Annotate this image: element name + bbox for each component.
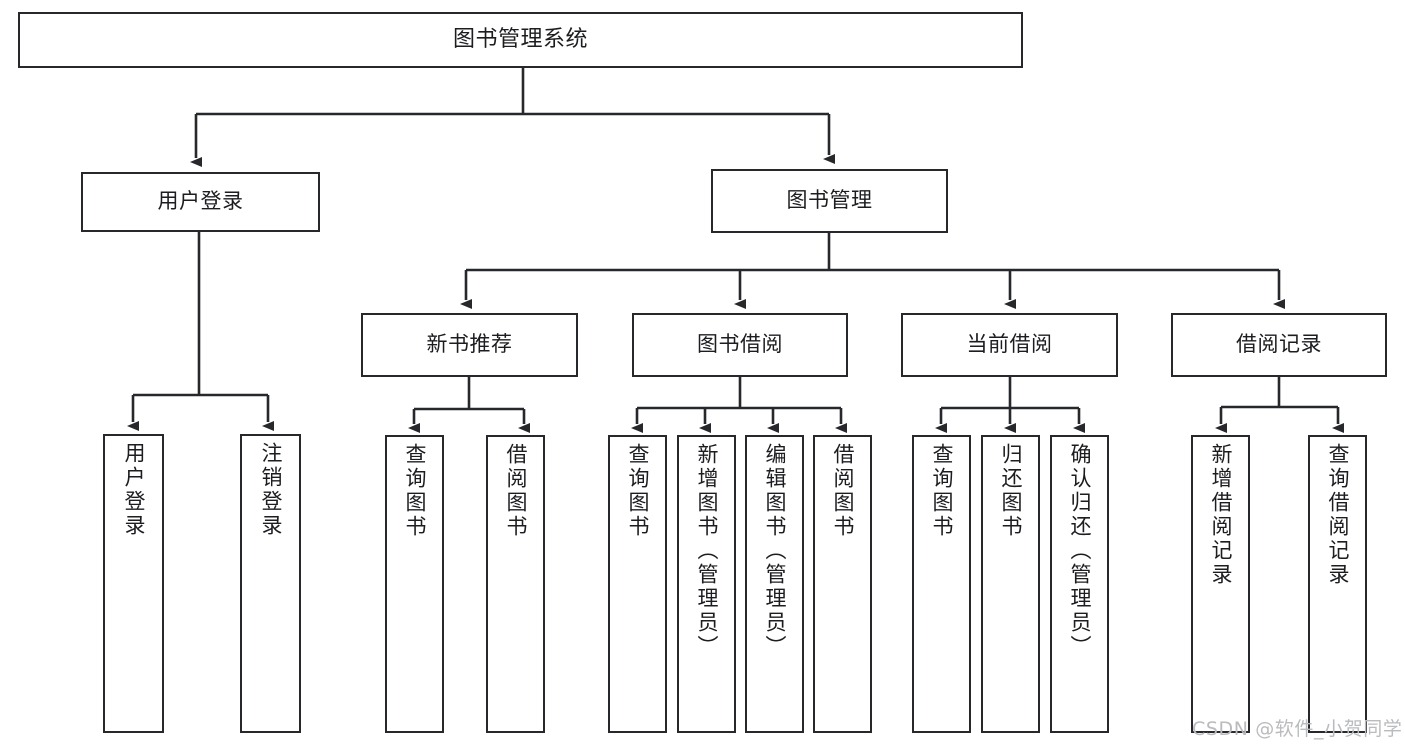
leaf-add-record-label: 新增借阅记录: [1209, 443, 1233, 587]
node-borrow-record-label: 借阅记录: [1236, 332, 1322, 357]
node-current-borrow[interactable]: 当前借阅: [901, 313, 1118, 377]
node-book-manage[interactable]: 图书管理: [711, 169, 948, 233]
leaf-query-book-1-label: 查询图书: [403, 443, 427, 539]
leaf-logout-label: 注销登录: [259, 442, 283, 538]
leaf-logout[interactable]: 注销登录: [240, 434, 301, 733]
leaf-user-login[interactable]: 用户登录: [103, 434, 164, 733]
leaf-add-book[interactable]: 新增图书（管理员）: [677, 435, 736, 733]
node-book-borrow-label: 图书借阅: [697, 332, 783, 357]
leaf-query-record-label: 查询借阅记录: [1326, 443, 1350, 587]
node-current-borrow-label: 当前借阅: [966, 332, 1053, 357]
leaf-borrow-book-1[interactable]: 借阅图书: [486, 435, 545, 733]
leaf-edit-book[interactable]: 编辑图书（管理员）: [745, 435, 804, 733]
leaf-query-book-3-label: 查询图书: [930, 443, 954, 539]
leaf-query-book-2[interactable]: 查询图书: [608, 435, 667, 733]
leaf-confirm-return[interactable]: 确认归还（管理员）: [1050, 435, 1109, 733]
leaf-add-book-label: 新增图书（管理员）: [695, 443, 719, 659]
leaf-query-record[interactable]: 查询借阅记录: [1308, 435, 1367, 733]
node-book-borrow[interactable]: 图书借阅: [632, 313, 848, 377]
node-root[interactable]: 图书管理系统: [18, 12, 1023, 68]
leaf-edit-book-label: 编辑图书（管理员）: [763, 443, 787, 659]
leaf-query-book-1[interactable]: 查询图书: [385, 435, 444, 733]
leaf-borrow-book-1-label: 借阅图书: [504, 443, 528, 539]
node-book-manage-label: 图书管理: [786, 188, 873, 213]
leaf-borrow-book-2[interactable]: 借阅图书: [813, 435, 872, 733]
leaf-add-record[interactable]: 新增借阅记录: [1191, 435, 1250, 733]
leaf-user-login-label: 用户登录: [122, 442, 146, 538]
node-new-book-recommend-label: 新书推荐: [426, 332, 513, 357]
node-user-login[interactable]: 用户登录: [81, 172, 320, 232]
leaf-query-book-2-label: 查询图书: [626, 443, 650, 539]
leaf-return-book-label: 归还图书: [999, 443, 1023, 539]
leaf-confirm-return-label: 确认归还（管理员）: [1068, 443, 1092, 659]
node-user-login-label: 用户登录: [157, 189, 244, 214]
leaf-query-book-3[interactable]: 查询图书: [912, 435, 971, 733]
node-root-label: 图书管理系统: [452, 26, 588, 52]
node-borrow-record[interactable]: 借阅记录: [1171, 313, 1387, 377]
leaf-borrow-book-2-label: 借阅图书: [831, 443, 855, 539]
node-new-book-recommend[interactable]: 新书推荐: [361, 313, 578, 377]
leaf-return-book[interactable]: 归还图书: [981, 435, 1040, 733]
